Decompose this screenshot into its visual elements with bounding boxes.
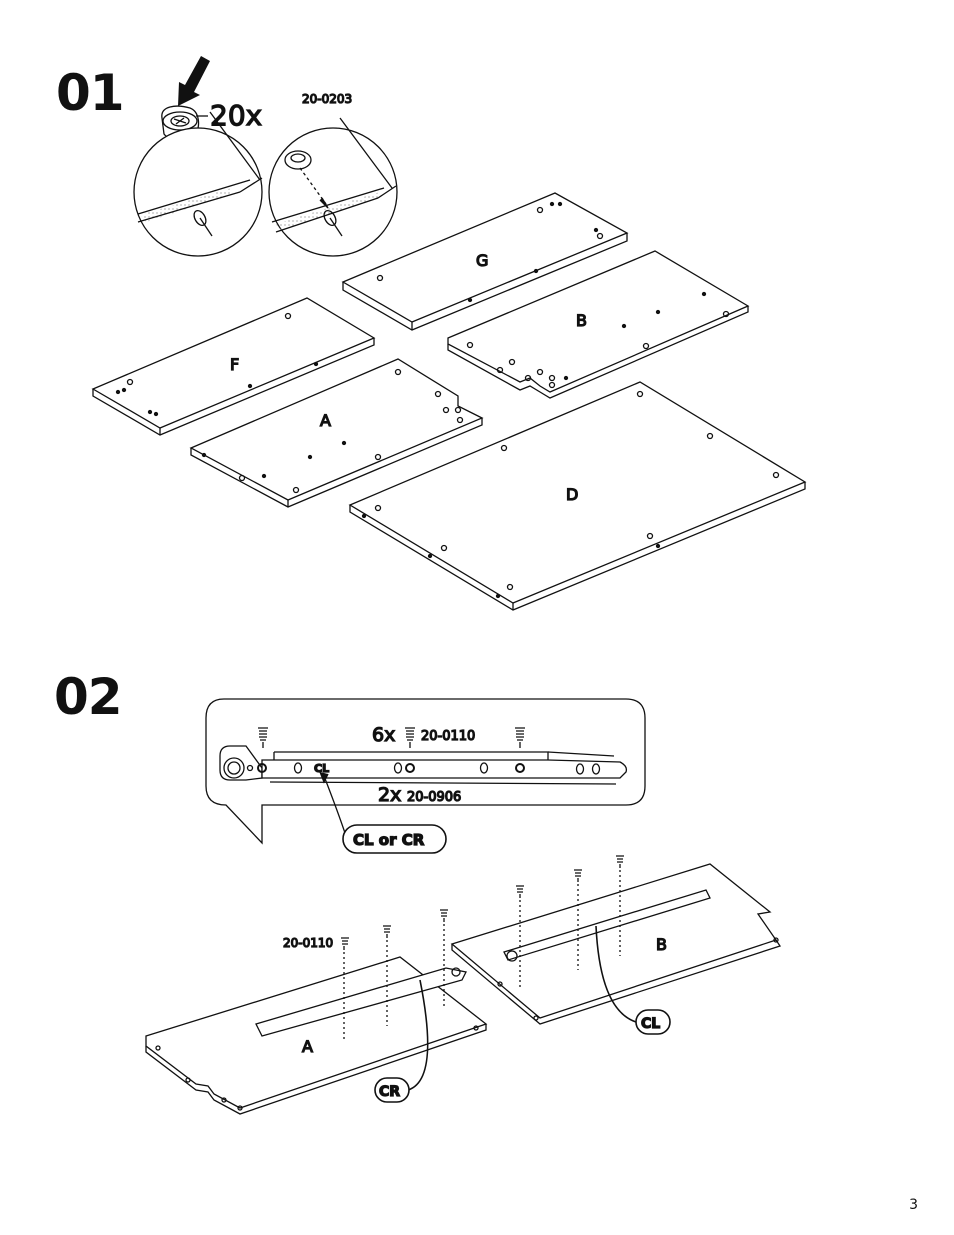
panel-a-step2 bbox=[145, 956, 488, 1115]
panel-g bbox=[341, 192, 629, 331]
screw-icon bbox=[574, 869, 582, 882]
screw-icon bbox=[383, 925, 391, 938]
screw-icon bbox=[440, 909, 448, 922]
panel-label-d: D bbox=[566, 485, 578, 504]
detail-circle-left bbox=[133, 111, 263, 257]
screw-icon bbox=[341, 937, 349, 950]
panel-label-a-step2: A bbox=[302, 1037, 313, 1056]
screw-part-code-side: 20-0110 bbox=[283, 936, 333, 950]
panel-d bbox=[348, 381, 807, 611]
callout-cr-label: CR bbox=[379, 1084, 400, 1100]
screw-icon bbox=[405, 727, 415, 748]
detail-circle-right bbox=[268, 117, 398, 257]
drawer-slide-detail bbox=[219, 745, 628, 785]
screw-part-code: 20-0110 bbox=[421, 729, 475, 744]
callout-cr bbox=[374, 1077, 410, 1103]
panel-label-a: A bbox=[320, 411, 331, 430]
panel-a bbox=[189, 358, 484, 508]
screw-icon bbox=[616, 855, 624, 868]
callout-cl-label: CL bbox=[641, 1016, 660, 1032]
panel-b-step2 bbox=[450, 863, 782, 1025]
panel-b bbox=[447, 250, 750, 399]
screw-icon bbox=[258, 727, 268, 748]
screw-quantity: 6x bbox=[372, 724, 395, 746]
hardware-quantity: 20x bbox=[210, 99, 262, 132]
panel-label-b: B bbox=[576, 311, 587, 330]
panel-label-g: G bbox=[476, 251, 488, 270]
hardware-part-code: 20-0203 bbox=[302, 92, 352, 106]
callout-cl bbox=[635, 1009, 671, 1035]
panel-label-b-step2: B bbox=[656, 935, 667, 954]
slide-part-code: 20-0906 bbox=[407, 790, 461, 805]
callout-cl-or-cr bbox=[342, 824, 447, 854]
slide-mark-cl: CL bbox=[314, 762, 329, 775]
panel-f bbox=[91, 297, 376, 436]
screw-icon bbox=[515, 727, 525, 748]
cam-lock-icon bbox=[150, 105, 200, 171]
insert-arrow-icon bbox=[178, 56, 210, 106]
step-number-01: 01 bbox=[56, 64, 125, 122]
screw-icon bbox=[516, 885, 524, 898]
callout-cl-or-cr-label: CL or CR bbox=[353, 831, 425, 849]
panel-label-f: F bbox=[230, 355, 239, 374]
step-number-02: 02 bbox=[54, 668, 123, 726]
page-number: 3 bbox=[909, 1197, 918, 1213]
slide-quantity: 2x bbox=[378, 784, 401, 806]
